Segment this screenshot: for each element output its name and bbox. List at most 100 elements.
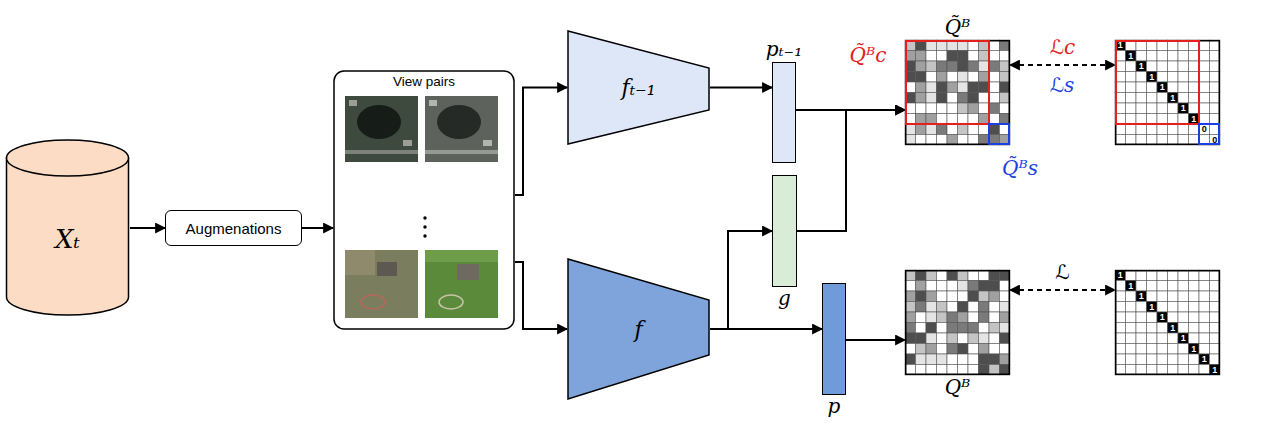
region-box — [1199, 124, 1219, 144]
encoder-trapezoid: f — [567, 258, 710, 400]
matrix-cell — [926, 114, 937, 125]
matrix-cell — [1178, 270, 1189, 281]
matrix-cell — [916, 270, 927, 281]
matrix-cell-value: 1 — [1136, 61, 1147, 72]
road — [345, 150, 418, 154]
matrix-cell — [926, 312, 937, 323]
matrix-cell-value: 1 — [1157, 312, 1168, 323]
matrix-cell — [1189, 72, 1200, 83]
matrix-cell — [1147, 365, 1158, 376]
matrix-cell — [1178, 302, 1189, 313]
matrix-cell — [1126, 354, 1137, 365]
matrix-cell — [1210, 302, 1221, 313]
matrix-cell — [1210, 291, 1221, 302]
matrix-cell — [1210, 365, 1221, 376]
matrix-cell — [1157, 333, 1168, 344]
loss-connector — [1010, 289, 1115, 291]
matrix-cell — [1178, 114, 1189, 125]
matrix-cell — [1168, 61, 1179, 72]
matrix-cell — [1210, 323, 1221, 334]
matrix-cell — [1189, 93, 1200, 104]
matrix-cell — [1189, 302, 1200, 313]
matrix-cell — [1000, 354, 1011, 365]
trapezoid-outline — [568, 31, 709, 144]
matrix-cell — [968, 323, 979, 334]
matrix-cell — [1199, 61, 1210, 72]
matrix-cell — [968, 270, 979, 281]
matrix-cell — [1157, 344, 1168, 355]
matrix-cell — [1210, 354, 1221, 365]
matrix-cell — [1168, 354, 1179, 365]
matrix-cell — [1157, 114, 1168, 125]
matrix-cell-value: 1 — [1126, 281, 1137, 292]
matrix-cell-value: 1 — [1115, 270, 1126, 281]
matrix-cell — [1168, 103, 1179, 114]
matrix-cell — [1000, 365, 1011, 376]
matrix-cell — [1126, 51, 1137, 62]
matrix-cell — [926, 124, 937, 135]
matrix-cell — [1147, 281, 1158, 292]
ellipsis-dot — [423, 216, 426, 219]
matrix-cell — [1126, 270, 1137, 281]
matrix-cell — [1189, 61, 1200, 72]
matrix-cell — [916, 61, 927, 72]
matrix-cell — [1178, 93, 1189, 104]
matrix-cell — [947, 93, 958, 104]
matrix-cell — [1210, 82, 1221, 93]
matrix-cell — [916, 93, 927, 104]
matrix-label: Qᴮ — [945, 375, 971, 399]
matrix-cell — [926, 135, 937, 146]
matrix-cell — [1199, 344, 1210, 355]
matrix-cell — [947, 135, 958, 146]
target-matrix: 1111111100 — [1115, 40, 1220, 145]
encoder-trapezoid: fₜ₋₁ — [567, 30, 710, 145]
matrix-cell — [1189, 354, 1200, 365]
matrix-cell — [1178, 82, 1189, 93]
matrix-cell — [1115, 270, 1126, 281]
matrix-cell — [1136, 354, 1147, 365]
matrix-cell — [916, 51, 927, 62]
matrix-cell — [1115, 291, 1126, 302]
matrix-cell — [1189, 270, 1200, 281]
flow-arrow — [710, 87, 772, 89]
road — [425, 150, 498, 154]
matrix-cell — [926, 323, 937, 334]
dataset-label: Xₜ — [55, 224, 80, 254]
matrix-cell — [958, 114, 969, 125]
matrix-cell — [1000, 103, 1011, 114]
matrix-cell — [1126, 135, 1137, 146]
matrix-cell — [1126, 61, 1137, 72]
view-pairs-panel: View pairs — [333, 70, 515, 330]
matrix-cell — [1199, 103, 1210, 114]
matrix-cell — [1126, 344, 1137, 355]
matrix-cell — [1178, 354, 1189, 365]
panel-shape — [333, 70, 515, 330]
matrix-cell — [1157, 51, 1168, 62]
matrix-cell-value: 1 — [1147, 72, 1158, 83]
matrix-cell — [937, 344, 948, 355]
matrix-cell — [937, 333, 948, 344]
matrix-cell — [1168, 344, 1179, 355]
matrix-cell — [1199, 93, 1210, 104]
matrix-cell — [1189, 344, 1200, 355]
matrix-cell — [979, 354, 990, 365]
matrix-cell — [989, 124, 1000, 135]
matrix-cell — [1168, 365, 1179, 376]
matrix-cell — [989, 103, 1000, 114]
matrix-cell — [968, 103, 979, 114]
flow-arrow — [302, 227, 333, 229]
matrix-cell — [989, 291, 1000, 302]
flow-arrow — [710, 328, 822, 330]
bar-label: g — [778, 286, 791, 310]
matrix-cell — [979, 51, 990, 62]
matrix-cell — [905, 323, 916, 334]
matrix-cell — [1115, 302, 1126, 313]
matrix-cell — [1126, 302, 1137, 313]
matrix-cell — [1168, 51, 1179, 62]
matrix-cell — [947, 365, 958, 376]
matrix-cell-value: 1 — [1199, 354, 1210, 365]
matrix-cell — [1189, 365, 1200, 376]
matrix-cell — [1136, 61, 1147, 72]
